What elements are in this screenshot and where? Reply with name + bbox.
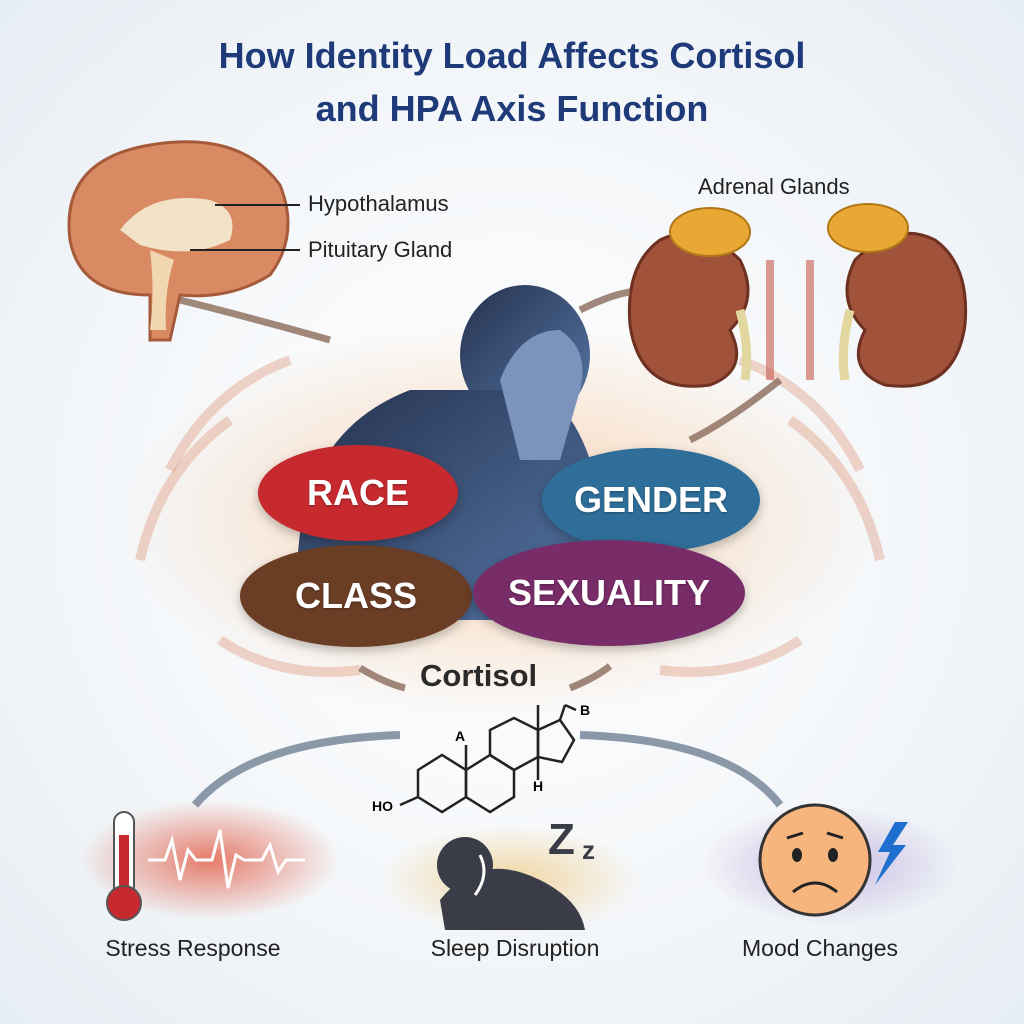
- structure-label-a: A: [455, 728, 466, 744]
- gender-label: GENDER: [573, 479, 729, 520]
- structure-label-b: B: [580, 702, 591, 718]
- identity-sexuality: SEXUALITY: [473, 540, 745, 646]
- thermometer-icon: [106, 811, 142, 921]
- adrenal-to-identity-arrow: [688, 377, 783, 444]
- person-to-adrenal-arrow: [578, 288, 631, 314]
- zz-big: Z: [548, 815, 575, 864]
- title-line-1: How Identity Load Affects Cortisol: [218, 35, 806, 76]
- sleep-disruption-label: Sleep Disruption: [430, 935, 600, 961]
- stress-swirls: [135, 355, 885, 677]
- structure-label-h: H: [533, 778, 544, 794]
- to-cortisol-arrow-right: [568, 663, 613, 692]
- adrenal-glands-label: Adrenal Glands: [698, 174, 850, 199]
- zz-small: z: [582, 835, 595, 865]
- brain-leader-lines: [190, 204, 300, 251]
- lightning-icon: [875, 822, 908, 885]
- identity-gender: GENDER: [542, 448, 760, 552]
- cortisol-molecule-icon: [399, 703, 577, 814]
- pituitary-gland-label: Pituitary Gland: [308, 237, 453, 262]
- stress-response-label: Stress Response: [105, 935, 281, 961]
- cortisol-label: Cortisol: [420, 658, 538, 693]
- hypothalamus-label: Hypothalamus: [308, 191, 449, 216]
- flow-arrows: [179, 288, 783, 692]
- brain-to-person-arrow: [179, 296, 331, 344]
- race-label: RACE: [306, 472, 409, 513]
- structure-label-ho: HO: [372, 798, 393, 814]
- to-cortisol-arrow-left: [358, 664, 406, 692]
- sad-face-icon: [758, 803, 872, 917]
- brain-icon: [67, 140, 290, 342]
- mood-changes-label: Mood Changes: [742, 935, 898, 961]
- adrenal-glands-kidneys-icon: [627, 203, 968, 388]
- title-line-2: and HPA Axis Function: [315, 88, 709, 129]
- identity-class: CLASS: [240, 545, 472, 647]
- heartbeat-line-icon: [148, 829, 305, 889]
- sexuality-label: SEXUALITY: [507, 572, 711, 613]
- effect-arrows: [191, 731, 784, 808]
- sleeping-person-icon: [437, 837, 585, 930]
- identity-race: RACE: [258, 445, 458, 541]
- class-label: CLASS: [294, 575, 417, 616]
